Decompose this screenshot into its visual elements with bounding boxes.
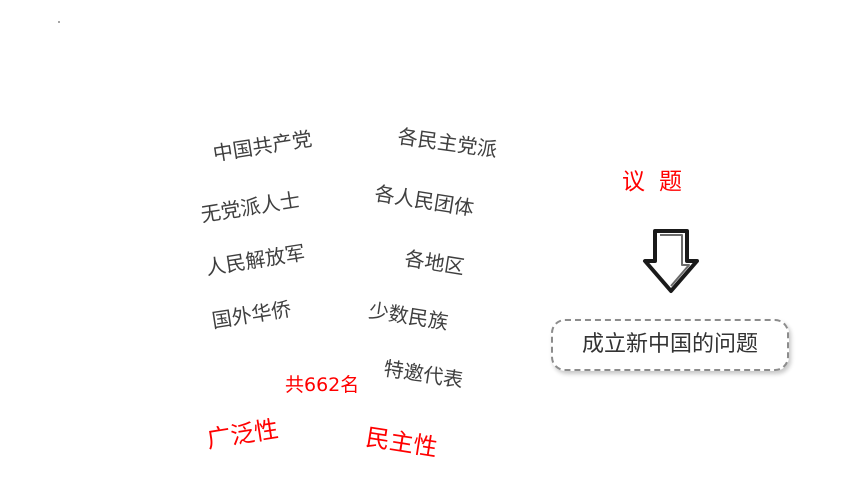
question-box-label: 成立新中国的问题 [581, 332, 758, 357]
word-overseas-chinese: 国外华侨 [210, 296, 293, 333]
question-box: 成立新中国的问题 [551, 319, 789, 371]
trait-broadness: 广泛性 [204, 414, 281, 454]
word-nonparty: 无党派人士 [199, 187, 302, 227]
word-people-organizations: 各人民团体 [373, 181, 476, 221]
down-arrow-icon [643, 229, 699, 293]
word-ethnic-minorities: 少数民族 [367, 298, 450, 335]
topic-label: 议题 [622, 169, 696, 195]
word-regions: 各地区 [403, 246, 467, 280]
trait-democracy: 民主性 [363, 423, 440, 463]
word-cpc: 中国共产党 [211, 126, 314, 166]
total-count-label: 共662名 [285, 374, 360, 396]
word-pla: 人民解放军 [204, 240, 307, 280]
word-democratic-parties: 各民主党派 [396, 124, 499, 162]
word-special-delegates: 特邀代表 [382, 356, 465, 393]
stray-dot [58, 21, 60, 23]
